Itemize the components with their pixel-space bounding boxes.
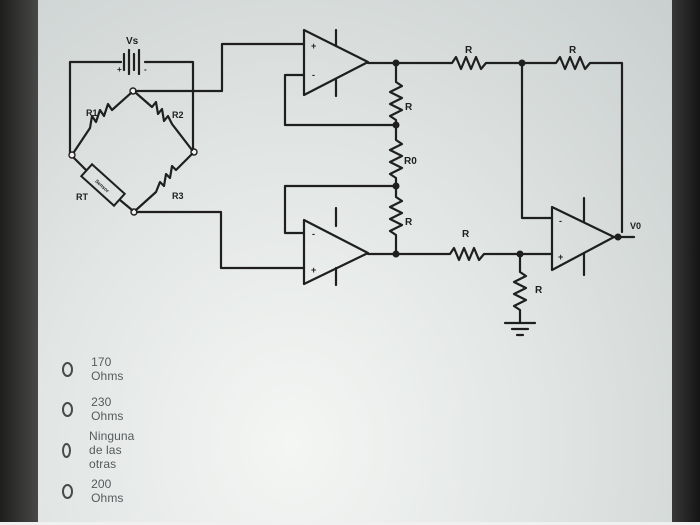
radio-button[interactable] <box>62 401 74 417</box>
label-vs-plus: + <box>117 65 122 74</box>
option-label: 170 Ohms <box>91 355 124 383</box>
resistor-r-top-feedback <box>388 61 404 127</box>
option-ninguna-de-las-otras[interactable]: Ninguna de las otras <box>62 429 140 471</box>
resistor-r-bottom-feedback <box>388 184 404 256</box>
opamp-bottom-minus: - <box>312 229 315 239</box>
resistor-r2 <box>134 91 194 152</box>
label-r1: R1 <box>86 108 98 118</box>
wire-bridge-to-opamp2 <box>135 210 306 270</box>
wire-opamp-top-feedback <box>283 73 398 127</box>
opamp-diff-minus: - <box>559 216 562 226</box>
photo-edge-bottom <box>0 522 700 525</box>
resistor-r-diff-top-in <box>394 55 524 71</box>
option-label: 200 Ohms <box>91 477 124 505</box>
resistor-r3 <box>134 152 194 212</box>
radio-button[interactable] <box>62 442 72 458</box>
battery-icon <box>122 48 141 76</box>
wire-source-right <box>143 60 195 152</box>
label-r2: R2 <box>172 110 184 120</box>
label-rt: RT <box>76 192 88 202</box>
opamp-diff-plus: + <box>558 252 563 262</box>
resistor-r-diff-ground <box>512 252 528 324</box>
label-r-diff-bottom-in: R <box>462 229 470 240</box>
option-label: 230 Ohms <box>91 395 124 423</box>
label-vs-minus: - <box>144 65 147 74</box>
opamp-bottom-plus: + <box>311 265 316 275</box>
option-200-ohms[interactable]: 200 Ohms <box>62 477 127 505</box>
radio-button[interactable] <box>62 483 74 499</box>
label-vs: Vs <box>126 36 139 47</box>
option-label: Ninguna de las otras <box>89 429 135 471</box>
wire-diff-inverting-input <box>520 61 554 220</box>
label-v0: V0 <box>630 221 641 231</box>
label-r-diff-top-in: R <box>465 45 473 56</box>
junction-r0-r-bottom <box>392 182 400 190</box>
junction-r-r0-top <box>392 121 400 129</box>
option-230-ohms[interactable]: 230 Ohms <box>62 395 127 423</box>
label-r0: R0 <box>404 156 417 167</box>
option-170-ohms[interactable]: 170 Ohms <box>62 355 127 383</box>
wire-opamp-bottom-feedback <box>283 184 398 235</box>
resistor-r-diff-bottom-in <box>394 246 554 262</box>
photo-edge-left <box>0 0 40 525</box>
question-card <box>38 0 672 522</box>
wire-sensor-a <box>72 156 88 172</box>
label-r-diff-feedback: R <box>569 45 577 56</box>
bridge-node-left <box>68 151 76 159</box>
wire-bridge-to-opamp1 <box>134 42 306 93</box>
wire-sensor-b <box>118 198 134 212</box>
radio-button[interactable] <box>62 361 74 377</box>
label-r-diff-ground: R <box>535 285 543 296</box>
label-r-top-feedback: R <box>405 102 413 113</box>
opamp-diff <box>550 205 616 272</box>
label-sensor: Sensor <box>93 179 110 195</box>
resistor-r1 <box>72 91 133 154</box>
resistor-r0 <box>388 123 404 188</box>
label-r3: R3 <box>172 191 184 201</box>
ground-icon <box>503 321 537 337</box>
wire-source-left <box>68 60 123 155</box>
resistor-r-diff-feedback <box>520 55 624 234</box>
opamp-top-minus: - <box>312 70 315 80</box>
junction-output <box>614 233 622 241</box>
photo-edge-right <box>670 0 700 525</box>
label-r-bottom-feedback: R <box>405 217 413 228</box>
opamp-top-plus: + <box>311 41 316 51</box>
